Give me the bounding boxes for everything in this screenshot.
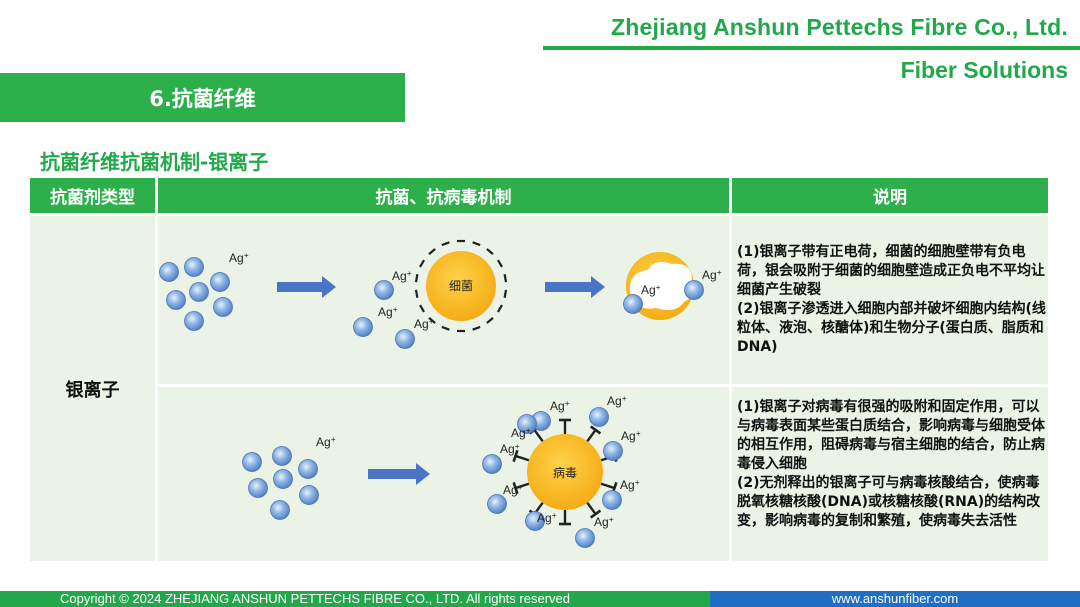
virus-description: (1)银离子对病毒有很强的吸附和固定作用，可以与病毒表面某些蛋白质结合，影响病毒… — [737, 399, 1045, 529]
ion-label: Ag+ — [392, 268, 412, 283]
ion-label: Ag+ — [316, 434, 336, 449]
silver-ion — [184, 257, 204, 277]
ion-label: Ag+ — [550, 398, 570, 413]
virus-spike — [515, 482, 530, 490]
silver-ion — [602, 490, 622, 510]
virus-spike — [586, 429, 597, 442]
silver-ion — [242, 452, 262, 472]
silver-ion — [575, 528, 595, 548]
ion-label: Ag+ — [594, 514, 614, 529]
negative-charge-mark — [441, 325, 450, 331]
header-divider — [543, 46, 1080, 50]
footer-website[interactable]: www.anshunfiber.com — [710, 591, 1080, 607]
virus-spike — [600, 482, 615, 490]
silver-ion — [395, 329, 415, 349]
virus-spike-head — [512, 449, 519, 463]
virus-spike — [586, 502, 597, 515]
ion-label: Ag+ — [511, 425, 531, 440]
negative-charge-mark — [428, 317, 436, 324]
virus-spike-head — [589, 509, 602, 519]
footer-copyright: Copyright © 2024 ZHEJIANG ANSHUN PETTECH… — [60, 591, 570, 606]
ion-label: Ag+ — [503, 482, 523, 497]
silver-ion — [517, 414, 537, 434]
header-description: 说明 — [732, 178, 1048, 213]
negative-charge-mark — [428, 248, 436, 255]
ion-label: Ag+ — [378, 304, 398, 319]
silver-ion — [159, 262, 179, 282]
negative-charge-mark — [497, 259, 503, 268]
virus-spike — [533, 429, 544, 442]
cell-rupture — [629, 262, 695, 310]
silver-ion — [525, 511, 545, 531]
negative-charge-mark — [497, 304, 503, 313]
virus-label: 病毒 — [553, 465, 577, 480]
negative-charge-mark — [414, 289, 419, 298]
silver-ion — [210, 272, 230, 292]
virus-spike-head — [512, 481, 519, 495]
silver-ion — [213, 297, 233, 317]
negative-charge-mark — [472, 325, 481, 331]
slide-title: 抗菌纤维抗菌机制-银离子 — [40, 150, 269, 174]
negative-charge-mark — [503, 289, 508, 298]
silver-ion — [299, 485, 319, 505]
silver-ion — [353, 317, 373, 337]
ion-label: Ag+ — [620, 477, 640, 492]
virus-particle — [527, 434, 603, 510]
bacteria-description-cell: (1)银离子带有正电荷，细菌的细胞壁带有负电荷，银会吸附于细菌的细胞壁造成正负电… — [732, 216, 1048, 384]
virus-description-cell: (1)银离子对病毒有很强的吸附和固定作用，可以与病毒表面某些蛋白质结合，影响病毒… — [732, 387, 1048, 561]
silver-ion — [482, 454, 502, 474]
silver-ion — [623, 294, 643, 314]
ion-label: Ag+ — [414, 316, 434, 331]
section-title-bar: 6.抗菌纤维 — [0, 73, 405, 122]
silver-ion — [603, 441, 623, 461]
negative-charge-mark — [472, 241, 481, 247]
silver-ion — [270, 500, 290, 520]
silver-ion — [166, 290, 186, 310]
silver-ion — [298, 459, 318, 479]
bacteria-cell — [426, 251, 496, 321]
header-agent-type: 抗菌剂类型 — [30, 178, 155, 213]
bacteria-description: (1)银离子带有正电荷，细菌的细胞壁带有负电荷，银会吸附于细菌的细胞壁造成正负电… — [737, 244, 1046, 355]
negative-charge-mark — [419, 259, 425, 268]
row-label-silver-ion: 银离子 — [30, 216, 155, 561]
virus-spike-head — [589, 425, 602, 435]
ion-label: Ag+ — [537, 510, 557, 525]
silver-ion — [273, 469, 293, 489]
row-label-text: 银离子 — [65, 379, 120, 401]
virus-spike — [515, 454, 530, 462]
section-title: 6.抗菌纤维 — [149, 86, 256, 111]
negative-charge-mark — [441, 241, 450, 247]
company-name: Zhejiang Anshun Pettechs Fibre Co., Ltd. — [611, 14, 1068, 40]
virus-mechanism-cell — [158, 387, 729, 561]
negative-charge-mark — [419, 304, 425, 313]
negative-charge-mark — [503, 274, 508, 283]
ion-label: Ag+ — [607, 393, 627, 408]
silver-ion — [487, 494, 507, 514]
negative-charge-mark — [486, 248, 494, 255]
silver-ion — [272, 446, 292, 466]
ion-label: Ag+ — [702, 267, 722, 282]
negative-charge-mark — [486, 317, 494, 324]
tagline: Fiber Solutions — [900, 57, 1068, 83]
silver-ion — [374, 280, 394, 300]
footer-copyright-bar: Copyright © 2024 ZHEJIANG ANSHUN PETTECH… — [0, 591, 710, 607]
header-mechanism: 抗菌、抗病毒机制 — [158, 178, 729, 213]
ion-label: Ag+ — [229, 250, 249, 265]
negative-charge-mark — [414, 274, 419, 283]
silver-ion — [248, 478, 268, 498]
ion-label: Ag+ — [621, 428, 641, 443]
silver-ion — [184, 311, 204, 331]
process-arrow — [545, 276, 605, 298]
silver-ion — [589, 407, 609, 427]
bacteria-label: 细菌 — [449, 279, 473, 293]
process-arrow — [368, 463, 430, 485]
silver-ion — [684, 280, 704, 300]
silver-ion — [189, 282, 209, 302]
process-arrow — [277, 276, 336, 298]
